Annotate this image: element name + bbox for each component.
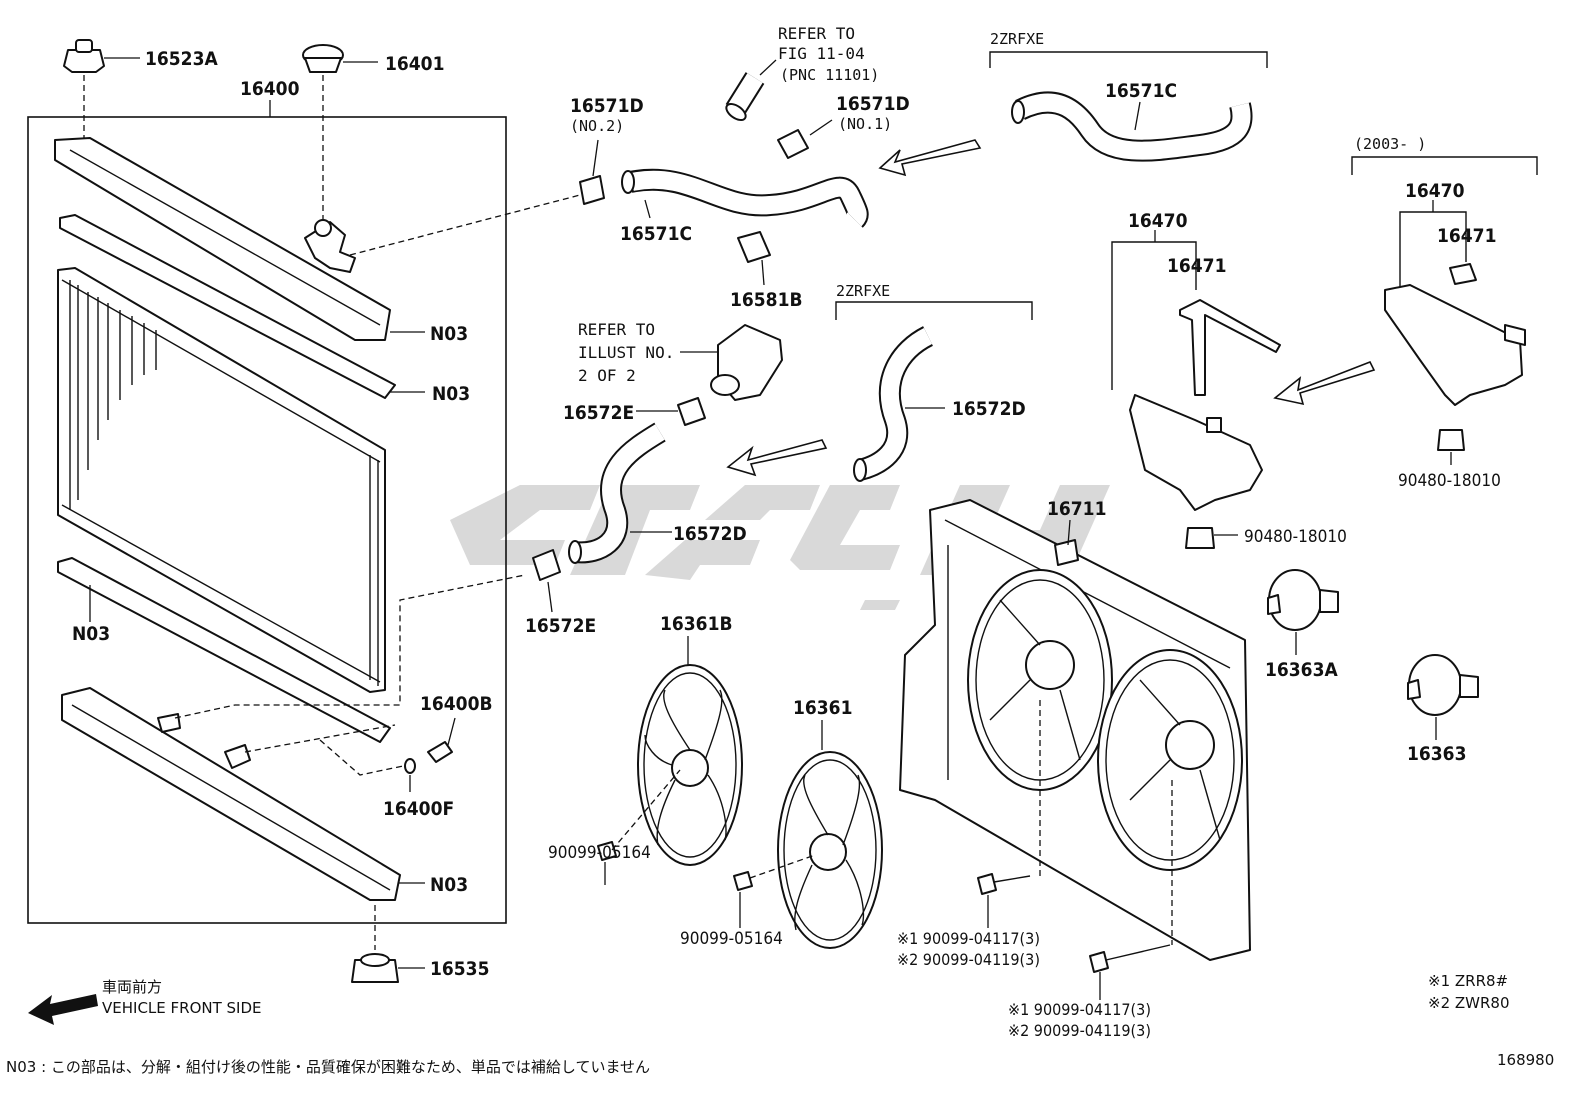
front-side-jp: 車両前方: [102, 978, 162, 996]
clamp-16572e-lower-icon: [532, 549, 561, 581]
label-n03-upper-gasket: N03: [432, 383, 470, 405]
arrow-upper-icon: [878, 139, 982, 177]
label-bolt-a1: ※1 90099-04117(3): [897, 929, 1040, 948]
footnote: N03 : この部品は、分解・組付け後の性能・品質確保が困難なため、単品では補給…: [6, 1058, 650, 1076]
label-16571c-a: 16571C: [620, 223, 692, 245]
label-bolt-a2: ※2 90099-04119(3): [897, 950, 1040, 969]
label-16571d-no2-sub: (NO.2): [570, 117, 624, 135]
label-16361: 16361: [793, 697, 852, 719]
label-n03-lower-tank: N03: [430, 874, 468, 896]
legend-mark2: ※2 ZWR80: [1428, 994, 1510, 1012]
cap-16471-b-icon: [1449, 263, 1477, 285]
upper-tank-icon: [54, 137, 391, 341]
hose-16572d-2zrfxe-icon: [853, 326, 934, 482]
group-2zrfxe-b: 2ZRFXE: [836, 282, 890, 300]
label-16400b: 16400B: [420, 693, 493, 715]
clamp-16571d-no1-icon: [777, 129, 809, 159]
fan-16361-icon: [777, 751, 883, 949]
arrow-reservoir-icon: [1273, 360, 1376, 406]
vehicle-front-arrow-icon: [28, 994, 98, 1025]
clamp-16581b-icon: [737, 231, 771, 263]
nut-05164-a-icon: [597, 841, 617, 861]
label-16535: 16535: [430, 958, 489, 980]
label-16572e-a: 16572E: [563, 402, 634, 424]
radiator-core-icon: [57, 267, 386, 693]
label-16471-b: 16471: [1437, 225, 1496, 247]
plug-90480-a-icon: [1185, 527, 1215, 549]
bracket-2zrfxe-b: [835, 301, 1033, 320]
reservoir-hose-a-icon: [1179, 299, 1281, 396]
label-16572e-b: 16572E: [525, 615, 596, 637]
drain-plug-icon: [427, 741, 453, 763]
nut-05164-b-icon: [733, 871, 753, 891]
hose-stub-icon: [725, 72, 765, 121]
water-outlet-icon: [710, 324, 783, 401]
label-16470-b: 16470: [1405, 180, 1465, 202]
label-16572d-a: 16572D: [673, 523, 747, 545]
label-16572d-b: 16572D: [952, 398, 1026, 420]
label-16401: 16401: [385, 53, 444, 75]
plug-90480-b-icon: [1437, 429, 1465, 451]
fan-shroud-16711-icon: [899, 499, 1251, 961]
reservoir-tank-b-icon: [1384, 284, 1526, 406]
label-16571d-no1: 16571D: [836, 93, 910, 115]
label-90480-a: 90480-18010: [1244, 527, 1347, 547]
bolt-04117-b-icon: [1089, 944, 1171, 973]
group-date-range: (2003- ): [1354, 135, 1426, 153]
label-16363: 16363: [1407, 743, 1466, 765]
label-16571c-b: 16571C: [1105, 80, 1177, 102]
motor-16363a-icon: [1267, 569, 1339, 631]
illust-ref-line2: ILLUST NO.: [578, 343, 674, 362]
arrow-lower-icon: [726, 439, 828, 477]
cap-16523a-icon: [63, 39, 105, 73]
diagram-code: 168980: [1497, 1051, 1554, 1069]
radiator-group-frame: [27, 116, 507, 924]
group-2zrfxe-a: 2ZRFXE: [990, 30, 1044, 48]
label-bolt-b1: ※1 90099-04117(3): [1008, 1000, 1151, 1019]
label-n03-upper-tank: N03: [430, 323, 468, 345]
date-bracket: [1351, 156, 1538, 175]
fig-ref-line2: FIG 11-04: [778, 44, 865, 63]
legend-mark1: ※1 ZRR8#: [1428, 972, 1508, 990]
clamp-16571d-no2-icon: [579, 175, 605, 205]
illust-ref-line3: 2 OF 2: [578, 366, 636, 385]
label-n03-lower-gasket: N03: [72, 623, 110, 645]
reservoir-lead-16470-a: [1111, 241, 1197, 390]
mount-16535-icon: [351, 953, 399, 983]
hose-16571c-2zrfxe-icon: [1011, 91, 1253, 162]
label-90099-05164-a: 90099-05164: [548, 843, 651, 863]
label-16471-a: 16471: [1167, 255, 1226, 277]
front-side-en: VEHICLE FRONT SIDE: [102, 999, 262, 1017]
hose-16572d-icon: [568, 422, 666, 564]
upper-hose-16571c-icon: [621, 168, 869, 228]
illust-ref-line1: REFER TO: [578, 320, 655, 339]
label-16711: 16711: [1047, 498, 1106, 520]
label-16400f: 16400F: [383, 798, 454, 820]
o-ring-icon: [404, 758, 416, 774]
label-16470-a: 16470: [1128, 210, 1188, 232]
clamp-16572e-upper-icon: [677, 397, 706, 426]
reservoir-tank-a-icon: [1129, 394, 1263, 511]
cap-16401-icon: [302, 44, 344, 73]
label-16571d-no2: 16571D: [570, 95, 644, 117]
label-16581b: 16581B: [730, 289, 803, 311]
bracket-2zrfxe-a: [989, 51, 1268, 68]
motor-16363-icon: [1407, 654, 1479, 716]
fan-16361b-icon: [637, 664, 743, 866]
label-bolt-b2: ※2 90099-04119(3): [1008, 1021, 1151, 1040]
label-16363a: 16363A: [1265, 659, 1338, 681]
label-90480-b: 90480-18010: [1398, 471, 1501, 491]
label-16361b: 16361B: [660, 613, 733, 635]
label-90099-05164-b: 90099-05164: [680, 929, 783, 949]
label-16400: 16400: [240, 78, 300, 100]
bolt-04117-a-icon: [977, 873, 1031, 895]
label-16523a: 16523A: [145, 48, 218, 70]
fig-ref-line3: (PNC 11101): [780, 66, 879, 84]
lower-gasket-icon: [57, 557, 391, 743]
label-16571d-no1-sub: (NO.1): [838, 115, 892, 133]
fig-ref-line1: REFER TO: [778, 24, 855, 43]
lower-tank-icon: [61, 687, 401, 901]
